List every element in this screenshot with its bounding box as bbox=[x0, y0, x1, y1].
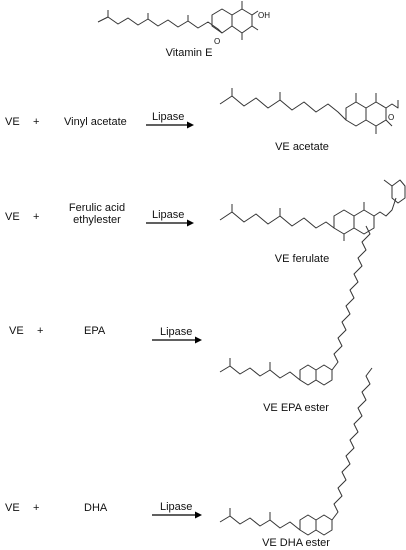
reactant-ve-3: VE bbox=[9, 325, 24, 337]
ve-epa-ester-structure bbox=[219, 225, 371, 386]
plus-sign-4: + bbox=[33, 502, 40, 514]
benzene-ring bbox=[231, 8, 253, 34]
phytyl-tail bbox=[97, 16, 223, 34]
reagent-epa: EPA bbox=[84, 325, 106, 337]
product-ve-epa-ester: VE EPA ester bbox=[263, 402, 329, 414]
hydroxyl-label: OH bbox=[258, 11, 270, 20]
enzyme-lipase-1: Lipase bbox=[152, 111, 185, 123]
vitamin-e-label: Vitamin E bbox=[165, 47, 213, 59]
reactant-ve-4: VE bbox=[5, 502, 20, 514]
reaction-arrow-1 bbox=[146, 121, 194, 129]
reactant-ve-2: VE bbox=[5, 211, 20, 223]
reagent-dha: DHA bbox=[84, 502, 108, 514]
reaction-arrow-3 bbox=[152, 336, 202, 344]
reaction-arrow-2 bbox=[146, 219, 194, 227]
ve-ferulate-structure bbox=[219, 179, 406, 241]
dha-chain bbox=[331, 367, 373, 521]
plus-sign-1: + bbox=[33, 116, 40, 128]
reagent-ferulic-acid-ethylester: Ferulic acid ethylester bbox=[68, 202, 126, 226]
enzyme-lipase-2: Lipase bbox=[152, 209, 185, 221]
ve-acetate-structure bbox=[219, 88, 399, 134]
product-ve-ferulate: VE ferulate bbox=[274, 253, 330, 265]
reaction-arrow-4 bbox=[152, 511, 202, 519]
enzyme-lipase-4: Lipase bbox=[160, 501, 193, 513]
vitamin-e-structure bbox=[97, 1, 259, 40]
epa-chain bbox=[331, 225, 371, 371]
chroman-ring bbox=[211, 8, 233, 34]
reagent-vinyl-acetate: Vinyl acetate bbox=[64, 116, 127, 128]
product-ve-dha-ester: VE DHA ester bbox=[262, 537, 330, 549]
plus-sign-3: + bbox=[37, 325, 44, 337]
ve-dha-ester-structure bbox=[219, 367, 373, 536]
ring-oxygen-label: O bbox=[214, 37, 221, 46]
enzyme-lipase-3: Lipase bbox=[160, 326, 193, 338]
ester-oxygen-label: O bbox=[388, 113, 395, 122]
plus-sign-2: + bbox=[33, 211, 40, 223]
reactant-ve-1: VE bbox=[5, 116, 20, 128]
product-ve-acetate: VE acetate bbox=[275, 141, 329, 153]
